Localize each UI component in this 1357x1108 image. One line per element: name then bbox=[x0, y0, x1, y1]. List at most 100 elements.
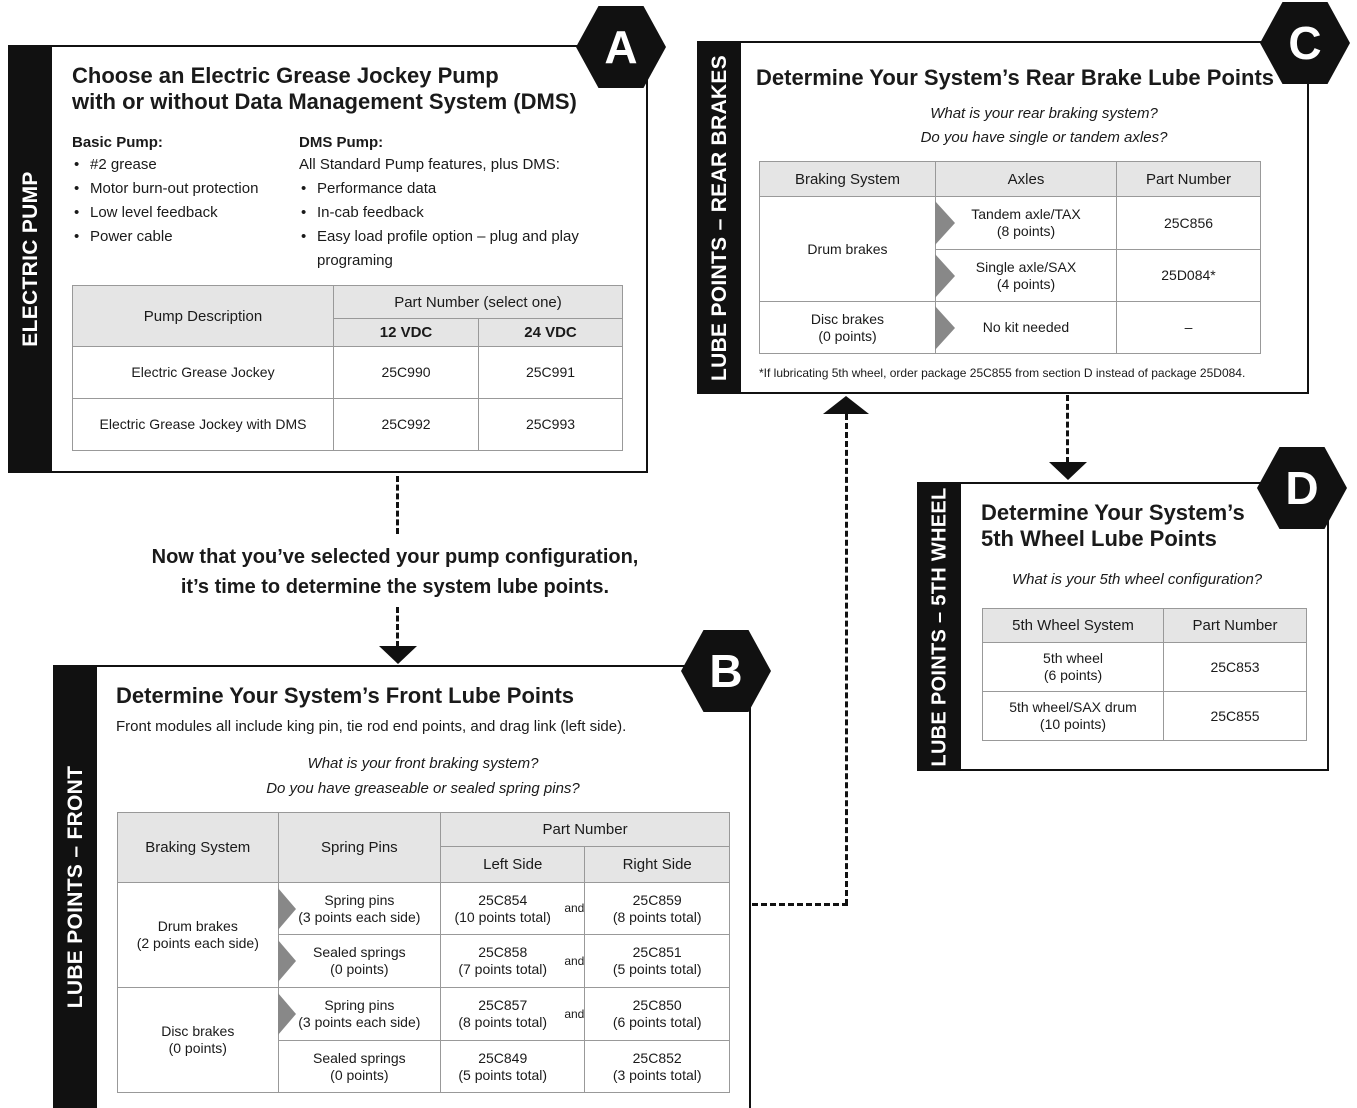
left-part: 25C857 bbox=[478, 997, 528, 1013]
list-item: In-cab feedback bbox=[299, 201, 584, 225]
col-5th-wheel-system: 5th Wheel System bbox=[982, 608, 1164, 643]
title-line-2: with or without Data Management System (… bbox=[72, 89, 577, 114]
basic-pump-heading: Basic Pump: bbox=[72, 134, 163, 151]
cell-desc: Electric Grease Jockey with DMS bbox=[72, 398, 334, 451]
footnote: *If lubricating 5th wheel, order package… bbox=[759, 366, 1246, 380]
col-part-number: Part Number bbox=[1116, 161, 1261, 197]
axle-name: Single axle/SAX bbox=[975, 258, 1077, 275]
right-part: 25C859 bbox=[632, 891, 682, 908]
cell-brake: Disc brakes (0 points) bbox=[117, 987, 279, 1093]
system-name: 5th wheel bbox=[1043, 650, 1103, 666]
col-part-number: Part Number bbox=[1163, 608, 1307, 643]
table-row: Disc brakes (0 points) Spring pins (3 po… bbox=[117, 987, 730, 1093]
dms-pump-list: Performance data In-cab feedback Easy lo… bbox=[299, 177, 584, 273]
col-right-side: Right Side bbox=[584, 846, 730, 883]
basic-pump-list: #2 grease Motor burn-out protection Low … bbox=[72, 153, 287, 249]
panel-front-lube: LUBE POINTS – FRONT Determine Your Syste… bbox=[53, 665, 751, 1108]
sidebar-rear-brakes: LUBE POINTS – REAR BRAKES bbox=[699, 43, 741, 392]
right-points: (5 points total) bbox=[612, 961, 702, 977]
dms-pump-heading: DMS Pump: bbox=[299, 134, 384, 151]
arrow-to-b-icon bbox=[379, 646, 417, 664]
right-points: (6 points total) bbox=[612, 1014, 702, 1030]
cell-part: – bbox=[1116, 301, 1261, 354]
cell-desc: Electric Grease Jockey bbox=[72, 346, 334, 399]
connector-b-up bbox=[845, 414, 848, 905]
col-spring-pins: Spring Pins bbox=[277, 812, 442, 883]
col-pump-description: Pump Description bbox=[72, 285, 334, 347]
axle-points: (8 points) bbox=[996, 223, 1056, 239]
right-points: (8 points total) bbox=[612, 908, 702, 925]
basic-pump-block: Basic Pump: #2 grease Motor burn-out pro… bbox=[72, 133, 287, 249]
sidebar-front: LUBE POINTS – FRONT bbox=[55, 667, 97, 1108]
connector-to-b bbox=[396, 607, 399, 647]
col-24vdc: 24 VDC bbox=[478, 318, 623, 347]
col-part-number: Part Number (select one) bbox=[333, 285, 623, 319]
transition-text: Now that you’ve selected your pump confi… bbox=[100, 542, 690, 602]
cell-left: 25C854 (10 points total) bbox=[440, 882, 565, 935]
title-line-1: Determine Your System’s bbox=[981, 500, 1245, 525]
system-points: (10 points) bbox=[1039, 716, 1107, 732]
sidebar-label: LUBE POINTS – REAR BRAKES bbox=[708, 54, 731, 381]
arrow-to-c-icon bbox=[823, 396, 869, 414]
spring-name: Spring pins bbox=[324, 997, 395, 1013]
transition-line-2: it’s time to determine the system lube p… bbox=[180, 576, 610, 598]
col-12vdc: 12 VDC bbox=[333, 318, 479, 347]
col-left-side: Left Side bbox=[440, 846, 586, 883]
cell-spring: Spring pins (3 points each side) bbox=[277, 882, 442, 935]
cell-and: and bbox=[564, 934, 586, 988]
brake-name: Disc brakes bbox=[810, 310, 885, 327]
question-1: What is your front braking system? bbox=[307, 755, 539, 772]
table-row: Drum brakes Tandem axle/TAX (8 points) 2… bbox=[759, 196, 1261, 302]
table-row: Single axle/SAX (4 points) 25D084* bbox=[760, 249, 1261, 302]
cell-brake: Disc brakes (0 points) bbox=[759, 301, 936, 354]
panel-electric-pump: ELECTRIC PUMP Choose an Electric Grease … bbox=[8, 45, 648, 473]
panel-b-questions: What is your front braking system? Do yo… bbox=[117, 751, 729, 801]
cell-right: 25C850 (6 points total) bbox=[584, 987, 730, 1041]
list-item: #2 grease bbox=[72, 153, 287, 177]
transition-line-1: Now that you’ve selected your pump confi… bbox=[151, 546, 639, 568]
connector-a-down bbox=[396, 476, 399, 534]
cell-right: 25C851 (5 points total) bbox=[584, 934, 730, 988]
spring-points: (3 points each side) bbox=[298, 1014, 421, 1030]
panel-d-question: What is your 5th wheel configuration? bbox=[1012, 571, 1263, 588]
panel-b-subtitle: Front modules all include king pin, tie … bbox=[116, 718, 627, 735]
cell-left: 25C857 (8 points total) bbox=[440, 987, 565, 1041]
left-points: (10 points total) bbox=[454, 908, 551, 925]
axle-name: Tandem axle/TAX bbox=[971, 206, 1081, 222]
badge-d: D bbox=[1257, 447, 1347, 529]
list-item: Low level feedback bbox=[72, 201, 287, 225]
cell-right: 25C852 (3 points total) bbox=[584, 1040, 730, 1093]
connector-c-down bbox=[1066, 395, 1069, 463]
table-row: Drum brakes (2 points each side) Spring … bbox=[117, 882, 730, 988]
brake-points: (2 points each side) bbox=[136, 935, 259, 951]
right-part: 25C852 bbox=[632, 1049, 682, 1066]
cell-system: 5th wheel (6 points) bbox=[982, 642, 1164, 692]
left-points: (8 points total) bbox=[458, 1014, 548, 1030]
cell-part: 25C853 bbox=[1163, 642, 1307, 692]
right-points: (3 points total) bbox=[612, 1066, 702, 1083]
table-row: 5th wheel/SAX drum (10 points) 25C855 bbox=[982, 691, 1307, 741]
sidebar-label: LUBE POINTS – FRONT bbox=[64, 765, 87, 1009]
spring-name: Spring pins bbox=[324, 891, 395, 908]
cell-part: 25C990 bbox=[333, 346, 479, 399]
table-row: Disc brakes (0 points) No kit needed – bbox=[759, 301, 1261, 354]
spring-points: (0 points) bbox=[330, 1066, 389, 1083]
cell-left: 25C858 (7 points total) bbox=[440, 934, 565, 988]
spring-name: Sealed springs bbox=[313, 944, 406, 960]
cell-part: 25C991 bbox=[478, 346, 623, 399]
panel-c-title: Determine Your System’s Rear Brake Lube … bbox=[756, 65, 1274, 90]
panel-c-questions: What is your rear braking system? Do you… bbox=[759, 102, 1329, 150]
sidebar-5th-wheel: LUBE POINTS – 5TH WHEEL bbox=[919, 484, 961, 769]
cell-spring: Sealed springs (0 points) bbox=[277, 1040, 442, 1093]
cell-and: and bbox=[564, 987, 586, 1041]
left-part: 25C854 bbox=[478, 891, 528, 908]
cell-axles: Tandem axle/TAX (8 points) bbox=[935, 196, 1117, 250]
badge-b: B bbox=[681, 630, 771, 712]
question-2: Do you have single or tandem axles? bbox=[920, 129, 1168, 146]
table-row: Electric Grease Jockey with DMS 25C992 2… bbox=[72, 398, 623, 451]
left-points: (7 points total) bbox=[458, 961, 548, 977]
table-row: Sealed springs (0 points) 25C849 (5 poin… bbox=[118, 1040, 730, 1093]
cell-part: 25C855 bbox=[1163, 691, 1307, 741]
pump-table: Pump Description Part Number (select one… bbox=[72, 285, 623, 451]
cell-part: 25C992 bbox=[333, 398, 479, 451]
